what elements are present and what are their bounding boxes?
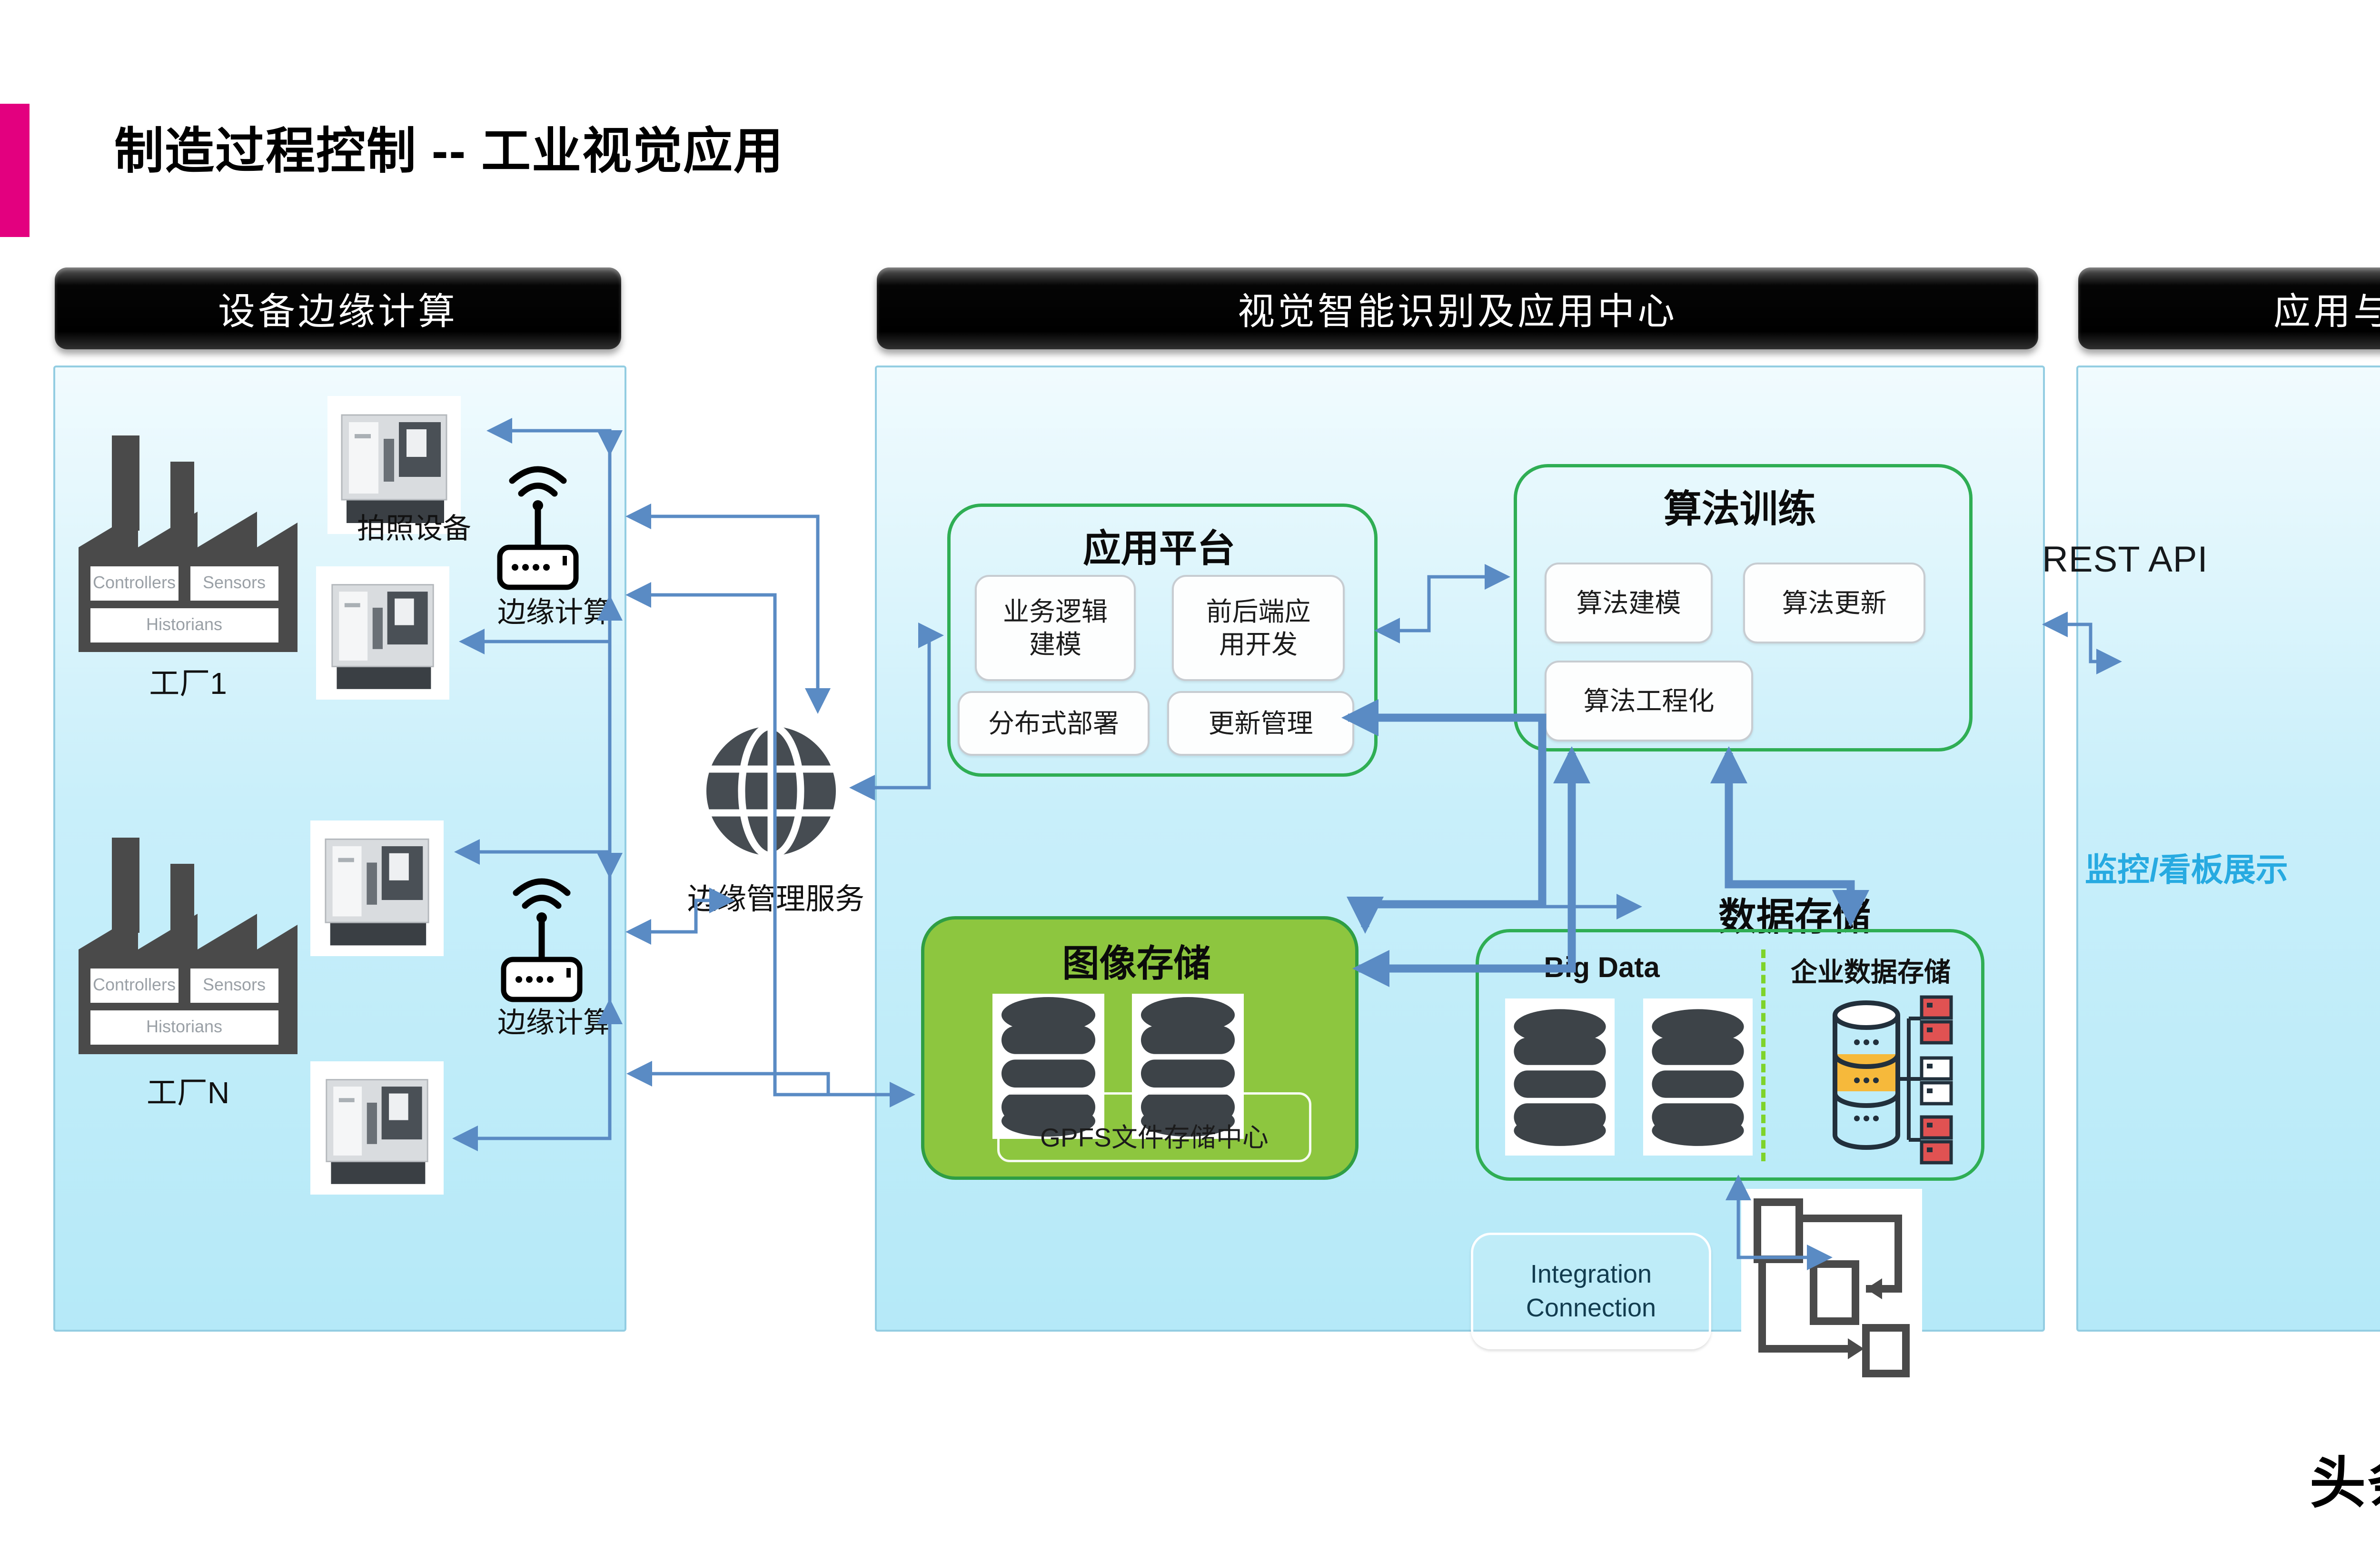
app-platform-item: 业务逻辑 建模 <box>975 575 1136 681</box>
factory1-label: 工厂1 <box>149 666 227 701</box>
wifi-router-icon <box>497 466 579 590</box>
cnc-machine-icon <box>327 396 461 534</box>
enterprise-storage-label: 企业数据存储 <box>1791 957 1951 987</box>
database-stack-icon <box>1505 998 1615 1156</box>
svg-text:Controllers: Controllers <box>93 573 176 592</box>
database-stack-icon <box>1132 994 1244 1139</box>
globe-icon <box>706 722 836 860</box>
algo-training-item: 算法工程化 <box>1545 661 1753 741</box>
svg-text:Sensors: Sensors <box>203 975 266 994</box>
accent-bar <box>0 104 30 237</box>
big-data-label: Big Data <box>1544 951 1660 983</box>
monitor-dashboard-caption: 监控/看板展示 <box>2085 852 2288 888</box>
app-platform-item: 前后端应 用开发 <box>1172 575 1345 681</box>
factory-icon: Controllers Sensors Historians <box>79 838 298 1054</box>
algo-training-item: 算法更新 <box>1743 563 1925 643</box>
cnc-machine-icon <box>310 1061 444 1195</box>
svg-text:Controllers: Controllers <box>93 975 176 994</box>
gpfs-storage-caption: GPFS文件存储中心 <box>997 1092 1311 1162</box>
edge-management-label: 边缘管理服务 <box>687 883 864 916</box>
algo-training-item: 算法建模 <box>1545 563 1713 643</box>
database-stack-icon <box>992 994 1104 1139</box>
database-stack-icon <box>1643 998 1753 1156</box>
integration-connection-label: Integration Connection <box>1471 1233 1711 1349</box>
integration-flow-icon <box>1741 1189 1922 1379</box>
left-panel-header: 设备边缘计算 <box>55 267 621 349</box>
app-platform-title: 应用平台 <box>1083 527 1235 570</box>
cnc-machine-icon <box>310 820 444 956</box>
rest-api-label: REST API <box>2042 539 2208 580</box>
app-platform-item: 分布式部署 <box>958 691 1150 756</box>
watermark: 头条 @大音智能 <box>2310 1452 2380 1515</box>
middle-panel-title: 视觉智能识别及应用中心 <box>1237 290 1677 332</box>
cnc-machine-icon <box>316 566 449 700</box>
algo-training-title: 算法训练 <box>1664 488 1816 530</box>
middle-panel-header: 视觉智能识别及应用中心 <box>877 267 2038 349</box>
camera-device-label: 拍照设备 <box>357 513 471 544</box>
app-platform-item: 更新管理 <box>1167 691 1354 756</box>
page-title: 制造过程控制 -- 工业视觉应用 <box>114 124 784 179</box>
svg-text:Sensors: Sensors <box>203 573 266 592</box>
right-panel-header: 应用与分析 <box>2078 267 2380 349</box>
svg-text:Historians: Historians <box>146 614 222 634</box>
right-panel-body <box>2076 366 2380 1332</box>
factoryN-label: 工厂N <box>146 1076 230 1110</box>
image-storage-title: 图像存储 <box>1062 942 1211 984</box>
dashed-divider <box>1761 949 1765 1161</box>
factory-icon: Controllers Sensors Historians <box>79 435 298 652</box>
enterprise-database-icon <box>1833 995 1953 1165</box>
edge-compute-label: 边缘计算 <box>497 1007 612 1038</box>
edge-compute-label: 边缘计算 <box>497 596 612 628</box>
svg-text:Historians: Historians <box>146 1017 222 1036</box>
wifi-router-icon <box>501 878 583 1002</box>
right-panel-title: 应用与分析 <box>2273 290 2380 332</box>
left-panel-title: 设备边缘计算 <box>218 290 458 332</box>
